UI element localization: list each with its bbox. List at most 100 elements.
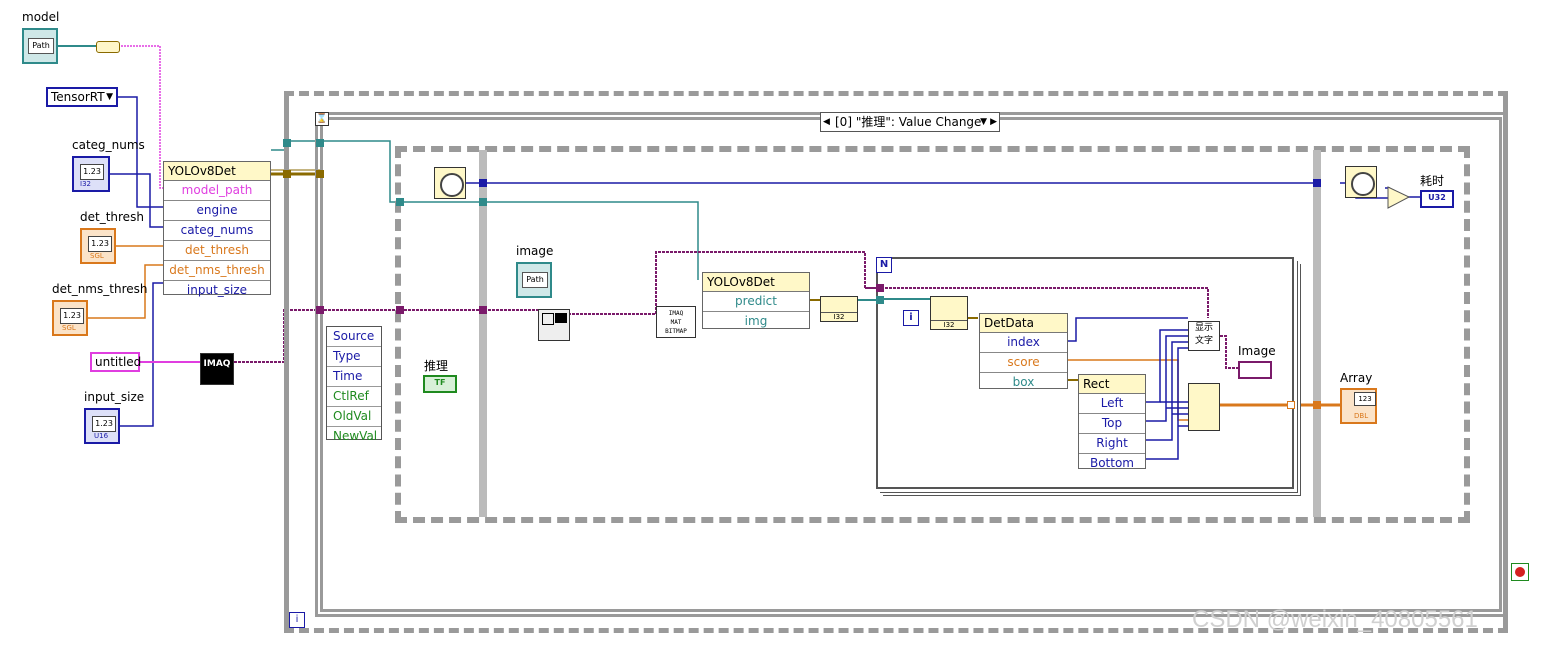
det-nms-thresh-control[interactable]: 1.23 SGL (52, 300, 88, 336)
event-data-type: Type (327, 347, 381, 367)
field-model-path: model_path (164, 181, 270, 201)
categ-nums-label: categ_nums (72, 138, 145, 152)
for-loop-count-terminal: N (876, 257, 892, 273)
field-det-nms-thresh: det_nms_thresh (164, 261, 270, 281)
case-selector-label: [0] "推理": Value Change (835, 115, 982, 129)
detdata-score: score (980, 353, 1067, 373)
tunnel-seq-path (396, 198, 404, 206)
rect-left: Left (1079, 394, 1145, 414)
event-timeout-terminal: ⌛ (315, 112, 329, 126)
field-categ-nums: categ_nums (164, 221, 270, 241)
field-engine: engine (164, 201, 270, 221)
predict-field: predict (703, 292, 809, 312)
imaq-read-file-node[interactable] (538, 309, 570, 341)
image-icon (555, 313, 567, 323)
event-data-time: Time (327, 367, 381, 387)
elapsed-label: 耗时 (1420, 174, 1445, 188)
yolov8det-init-cluster[interactable]: YOLOv8Det model_path engine categ_nums d… (163, 161, 271, 297)
for-loop-iteration-terminal: i (903, 310, 919, 326)
event-data-ctlref: CtlRef (327, 387, 381, 407)
untitled-string-control[interactable]: untitled (90, 352, 142, 372)
for-loop (876, 257, 1294, 489)
tunnel-frame-array (1313, 401, 1321, 409)
path-badge: Path (522, 272, 548, 288)
tunnel-frame-path (479, 198, 487, 206)
engine-enum-value: TensorRT (51, 90, 105, 104)
tunnel-frame-time (479, 179, 487, 187)
build-array-node[interactable] (1188, 383, 1220, 431)
tunnel-for-predict (876, 296, 884, 304)
untitled-value: untitled (95, 355, 142, 369)
predict-node-title: YOLOv8Det (703, 273, 809, 292)
infer-button-terminal[interactable]: TF (423, 375, 457, 393)
detdata-index: index (980, 333, 1067, 353)
while-loop-iteration-terminal: i (289, 612, 305, 628)
next-case-icon[interactable]: ▶ (990, 117, 997, 127)
input-size-control[interactable]: 1.23 U16 (84, 408, 120, 444)
bitmap-line-1: IMAQ (668, 310, 684, 317)
event-data-oldval: OldVal (327, 407, 381, 427)
engine-enum[interactable]: TensorRT ▼ (46, 87, 118, 107)
type-badge: SGL (90, 252, 104, 260)
dropdown-arrow-icon: ▼ (106, 92, 113, 102)
det-thresh-label: det_thresh (80, 210, 144, 224)
event-case-selector[interactable]: ◀ [0] "推理": Value Change ▼ ▶ (820, 112, 1000, 132)
rect-unbundle-node[interactable]: Rect Left Top Right Bottom (1078, 374, 1146, 470)
event-data-newval: NewVal (333, 429, 378, 443)
subtract-node[interactable] (1387, 186, 1411, 210)
cluster-title: YOLOv8Det (164, 162, 270, 181)
input-size-label: input_size (84, 390, 145, 404)
tick-count-node[interactable] (434, 167, 466, 199)
clock-icon (440, 173, 464, 197)
tunnel-imaq-event (316, 306, 324, 314)
numeric-badge: 1.23 (92, 416, 116, 432)
det-thresh-control[interactable]: 1.23 SGL (80, 228, 116, 264)
image-label: image (516, 244, 554, 258)
yolov8det-predict-node[interactable]: YOLOv8Det predict img (702, 272, 810, 329)
display-text-subvi[interactable]: 显示 文字 (1188, 321, 1220, 351)
imaq-text: IMAQ (203, 359, 231, 369)
bitmap-line-3: BITMAP (665, 328, 687, 335)
event-data-node: Source Type Time CtlRef OldVal NewVal (326, 326, 382, 443)
infer-button-label: 推理 (424, 359, 449, 373)
image-path-control[interactable]: Path (516, 262, 552, 298)
array-indicator: 123 DBL (1340, 388, 1377, 424)
array-badge: 123 (1354, 392, 1376, 406)
sequence-frame-divider-2 (1313, 150, 1321, 517)
imaq-mat-bitmap-node[interactable]: IMAQ MAT BITMAP (656, 306, 696, 338)
tunnel-path-event (316, 139, 324, 147)
tunnel-cluster-event (316, 170, 324, 178)
tunnel-frame-time-end (1313, 179, 1321, 187)
detdata-box: box (1012, 375, 1035, 389)
index-array-node[interactable]: I32 (930, 296, 968, 330)
tunnel-path (283, 139, 291, 147)
prev-case-icon[interactable]: ◀ (823, 117, 830, 127)
model-path-control[interactable]: Path (22, 28, 58, 64)
case-dropdown-icon[interactable]: ▼ (980, 117, 987, 127)
sequence-frame-divider-1 (479, 150, 487, 517)
tunnel-seq-imaq (396, 306, 404, 314)
numeric-badge: 1.23 (88, 236, 112, 252)
categ-nums-control[interactable]: 1.23 I32 (72, 156, 110, 192)
stop-terminal[interactable] (1511, 563, 1529, 581)
stop-icon (1515, 567, 1525, 577)
field-det-thresh: det_thresh (164, 241, 270, 261)
image-out-label: Image (1238, 344, 1276, 358)
image-indicator-terminal (1238, 361, 1272, 379)
rect-top: Top (1079, 414, 1145, 434)
event-data-source: Source (327, 327, 381, 347)
rect-title: Rect (1079, 375, 1145, 394)
unbundle-node[interactable]: I32 (820, 296, 858, 322)
numeric-badge: 1.23 (60, 308, 84, 324)
tunnel-cluster (283, 170, 291, 178)
array-type: DBL (1354, 412, 1369, 420)
imaq-create-node[interactable]: IMAQ (200, 353, 234, 385)
detdata-unbundle-node[interactable]: DetData index score box (979, 313, 1068, 389)
bitmap-line-2: MAT (670, 319, 682, 326)
detdata-title: DetData (980, 314, 1067, 333)
tick-count-node-end[interactable] (1345, 166, 1377, 198)
field-input-size: input_size (186, 283, 248, 297)
tunnel-for-array-out (1287, 401, 1295, 409)
det-nms-thresh-label: det_nms_thresh (52, 282, 148, 296)
type-badge: U16 (94, 432, 109, 440)
